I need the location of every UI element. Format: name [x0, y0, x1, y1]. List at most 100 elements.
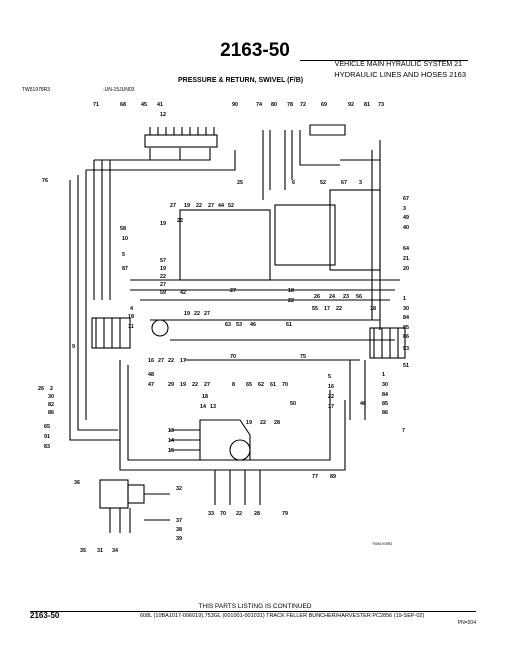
- footer-page-id: PN=204: [457, 620, 476, 626]
- callout-label: 81: [364, 102, 370, 108]
- callout-label: 25: [237, 180, 243, 186]
- callout-label: 77: [312, 474, 318, 480]
- page-number-bottom: 2163-50: [30, 611, 60, 620]
- callout-label: 46: [360, 401, 366, 407]
- callout-label: 27: [204, 311, 210, 317]
- callout-label: 64: [403, 246, 409, 252]
- callout-label: 26: [38, 386, 44, 392]
- callout-label: 30: [403, 306, 409, 312]
- callout-label: 27: [158, 358, 164, 364]
- callout-label: 76: [42, 178, 48, 184]
- footer-rule: [30, 611, 476, 612]
- callout-label: 15: [168, 448, 174, 454]
- callout-label: 73: [378, 102, 384, 108]
- callout-label: 34: [112, 548, 118, 554]
- callout-label: 78: [287, 102, 293, 108]
- callout-label: 19: [184, 311, 190, 317]
- callout-label: 22: [194, 311, 200, 317]
- callout-label: 65: [246, 382, 252, 388]
- callout-label: 86: [48, 410, 54, 416]
- callout-label: 11: [128, 324, 134, 330]
- callout-label: 22: [236, 511, 242, 517]
- callout-label: 31: [97, 548, 103, 554]
- callout-label: 18: [202, 394, 208, 400]
- callout-label: 5: [122, 252, 125, 258]
- callout-label: 16: [328, 384, 334, 390]
- callout-label: 90: [232, 102, 238, 108]
- callout-label: 56: [356, 294, 362, 300]
- callout-label: 91: [44, 434, 50, 440]
- callout-label: 46: [250, 322, 256, 328]
- callout-label: 82: [48, 402, 54, 408]
- callout-label: 20: [403, 266, 409, 272]
- callout-label: 83: [44, 444, 50, 450]
- callout-label: 19: [160, 266, 166, 272]
- callout-label: 67: [403, 196, 409, 202]
- callout-label: 19: [246, 420, 252, 426]
- callout-label: 14: [200, 404, 206, 410]
- callout-label: 10: [122, 236, 128, 242]
- callout-label: 17: [324, 306, 330, 312]
- callout-label: 27: [208, 203, 214, 209]
- callout-label: 84: [382, 392, 388, 398]
- callout-label: 19: [160, 221, 166, 227]
- callout-label: 13: [210, 404, 216, 410]
- callout-label: 61: [286, 322, 292, 328]
- callout-label: 52: [320, 180, 326, 186]
- callout-label: 55: [312, 306, 318, 312]
- callout-label: 49: [403, 215, 409, 221]
- callout-label: 53: [236, 322, 242, 328]
- callout-label: 16: [148, 358, 154, 364]
- callout-label: 18: [128, 314, 134, 320]
- callout-label: 57: [160, 258, 166, 264]
- top-manifold: [144, 134, 218, 148]
- callout-label: 27: [160, 282, 166, 288]
- callout-label: 65: [44, 424, 50, 430]
- callout-label: 75: [300, 354, 306, 360]
- callout-label: 62: [258, 382, 264, 388]
- callout-label: 6: [292, 180, 295, 186]
- callout-label: 29: [168, 382, 174, 388]
- callout-label: 48: [148, 372, 154, 378]
- callout-label: 72: [300, 102, 306, 108]
- callout-label: 80: [271, 102, 277, 108]
- group-title: HYDRAULIC LINES AND HOSES 2163: [334, 70, 466, 79]
- callout-label: 70: [282, 382, 288, 388]
- callout-label: 21: [403, 256, 409, 262]
- callout-label: 71: [93, 102, 99, 108]
- callout-label: 89: [330, 474, 336, 480]
- callout-label: 22: [192, 382, 198, 388]
- callout-label: 53: [403, 346, 409, 352]
- callout-label: 12: [160, 112, 166, 118]
- callout-label: 39: [176, 536, 182, 542]
- callout-label: 1: [403, 296, 406, 302]
- callout-label: 70: [220, 511, 226, 517]
- callout-label: 69: [321, 102, 327, 108]
- callout-label: 35: [80, 548, 86, 554]
- callout-label: 84: [403, 315, 409, 321]
- callout-label: 22: [328, 394, 334, 400]
- callout-label: 67: [341, 180, 347, 186]
- callout-label: 27: [204, 382, 210, 388]
- callout-label: 1: [382, 372, 385, 378]
- page-number-top: 2163-50: [220, 40, 290, 61]
- callout-label: 3: [403, 206, 406, 212]
- callout-label: 85: [403, 325, 409, 331]
- callout-label: 7: [402, 428, 405, 434]
- diagram-reference-bottom: TW51978R3: [372, 542, 392, 546]
- callout-label: 32: [176, 486, 182, 492]
- diagram-reference-center: -UN-15JUN03: [103, 87, 135, 93]
- callout-label: 22: [336, 306, 342, 312]
- callout-label: 47: [148, 382, 154, 388]
- callout-label: 27: [170, 203, 176, 209]
- callout-label: 23: [343, 294, 349, 300]
- callout-label: 50: [290, 401, 296, 407]
- callout-label: 22: [160, 274, 166, 280]
- callout-label: 30: [382, 382, 388, 388]
- callout-label: 2: [50, 386, 53, 392]
- callout-label: 33: [208, 511, 214, 517]
- callout-label: 86: [403, 334, 409, 340]
- callout-label: 22: [260, 420, 266, 426]
- diagram-reference-left: TW51978R3: [22, 87, 51, 93]
